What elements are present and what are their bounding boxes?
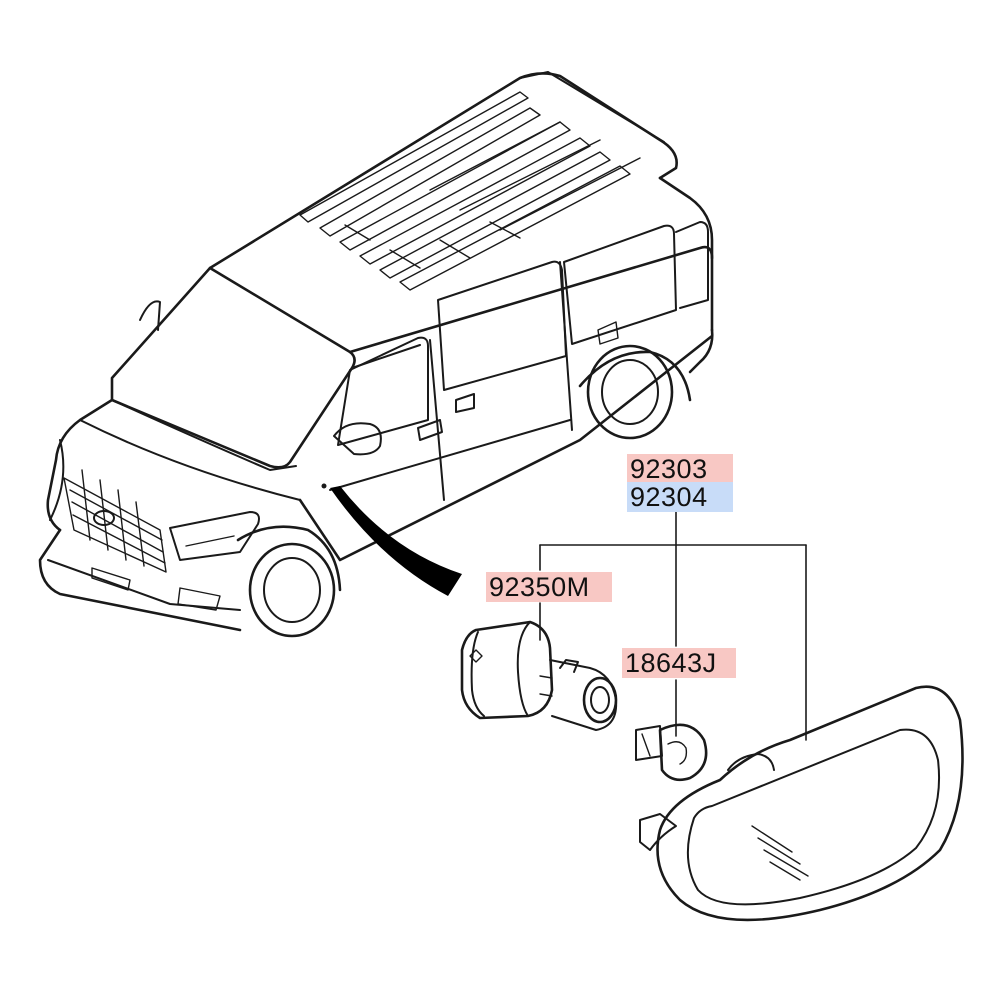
part-number-92304: 92304 [627,482,733,512]
location-marker [321,483,327,489]
pointer-arrow [330,486,462,596]
rear-wheel [578,344,692,440]
roof-ribs [299,91,641,291]
front-wheel [236,525,342,638]
wedge-bulb [635,723,708,782]
leader-lines [539,511,807,741]
part-number-92303: 92303 [627,454,733,484]
grille [63,469,167,573]
part-number-18643J: 18643J [622,648,736,678]
side-repeater-lamp [639,685,964,922]
bulb-socket [460,620,618,731]
van-illustration [38,71,714,638]
part-number-92350M: 92350M [486,572,612,602]
